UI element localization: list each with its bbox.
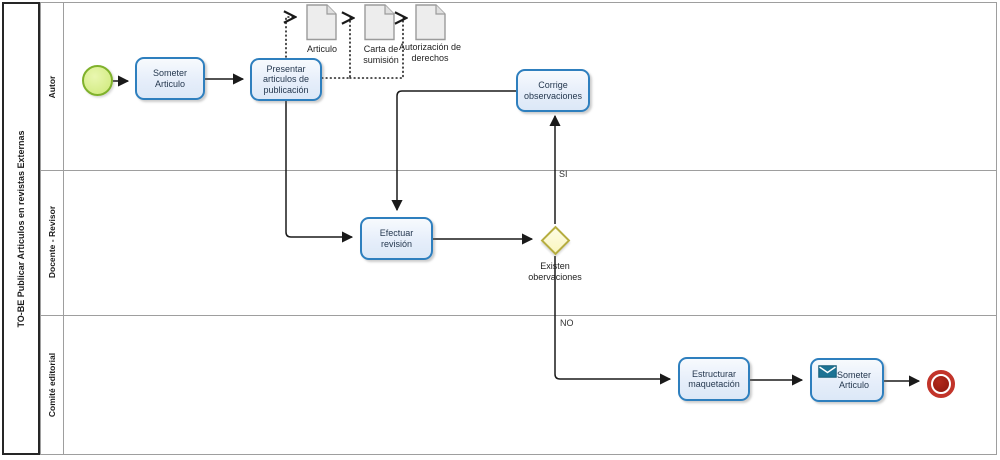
gateway-existen-observaciones[interactable]: [540, 225, 570, 255]
document-label-autorizacion: Autorización de derechos: [398, 42, 462, 63]
gateway-label: Existen obervaciones: [528, 261, 582, 282]
start-event[interactable]: [82, 65, 113, 96]
task-presentar-articulos[interactable]: Presentar articulos de publicación: [250, 58, 322, 101]
gateway-diamond-icon: [540, 225, 570, 255]
document-icon: [306, 4, 337, 41]
task-corrige-observaciones[interactable]: Corrige observaciones: [516, 69, 590, 112]
document-articulo[interactable]: [306, 4, 338, 46]
task-someter-articulo-1[interactable]: Someter Articulo: [135, 57, 205, 100]
task-someter-articulo-2[interactable]: Someter Articulo: [810, 358, 884, 402]
association-presentar-to-carta: [321, 18, 352, 79]
lane-label-autor: Autor: [47, 75, 57, 99]
document-icon: [364, 4, 395, 41]
flow-label-si: SI: [559, 169, 568, 179]
end-event-core: [933, 376, 949, 392]
pool-title: TO-BE Publicar Articulos en revistas Ext…: [16, 130, 26, 328]
association-presentar-to-articulo: [286, 17, 294, 58]
document-label-carta: Carta de sumisión: [363, 44, 399, 65]
association-presentar-to-autorizacion: [349, 18, 405, 79]
flow-presentar-to-efectuar: [285, 100, 354, 243]
task-label: Someter Articulo: [836, 369, 871, 391]
message-envelope-icon: [818, 365, 837, 381]
end-event[interactable]: [927, 370, 955, 398]
document-label-articulo: Articulo: [306, 44, 337, 54]
flow-corrige-to-efectuar: [391, 90, 516, 212]
lane-label-comite-editorial: Comité editorial: [47, 352, 57, 418]
lane-label-cell-autor: [40, 2, 64, 171]
flow-gateway-no-to-estructurar: [554, 256, 672, 385]
document-icon: [415, 4, 446, 41]
pool-title-cell: [2, 2, 40, 455]
document-carta[interactable]: [364, 4, 396, 46]
lane-label-docente-revisor: Docente - Revisor: [47, 205, 57, 279]
task-estructurar-maquetacion[interactable]: Estructurar maquetación: [678, 357, 750, 401]
task-efectuar-revision[interactable]: Efectuar revisión: [360, 217, 433, 260]
document-autorizacion[interactable]: [415, 4, 447, 46]
flow-label-no: NO: [560, 318, 574, 328]
